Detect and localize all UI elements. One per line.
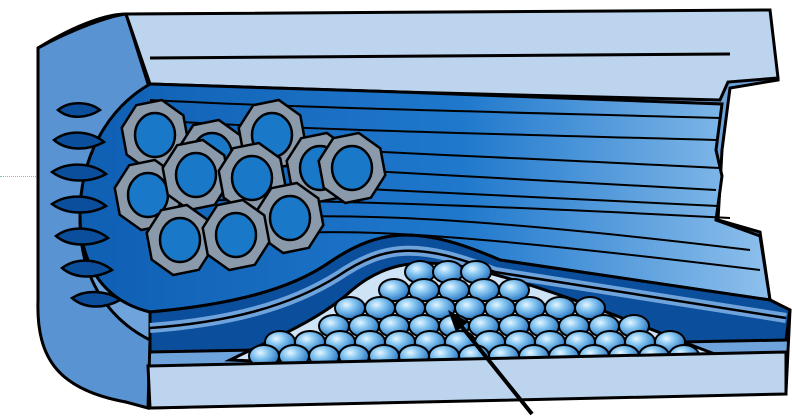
red-blood-cell — [319, 133, 386, 203]
red-blood-cell — [203, 200, 270, 270]
red-blood-cell — [147, 205, 214, 275]
